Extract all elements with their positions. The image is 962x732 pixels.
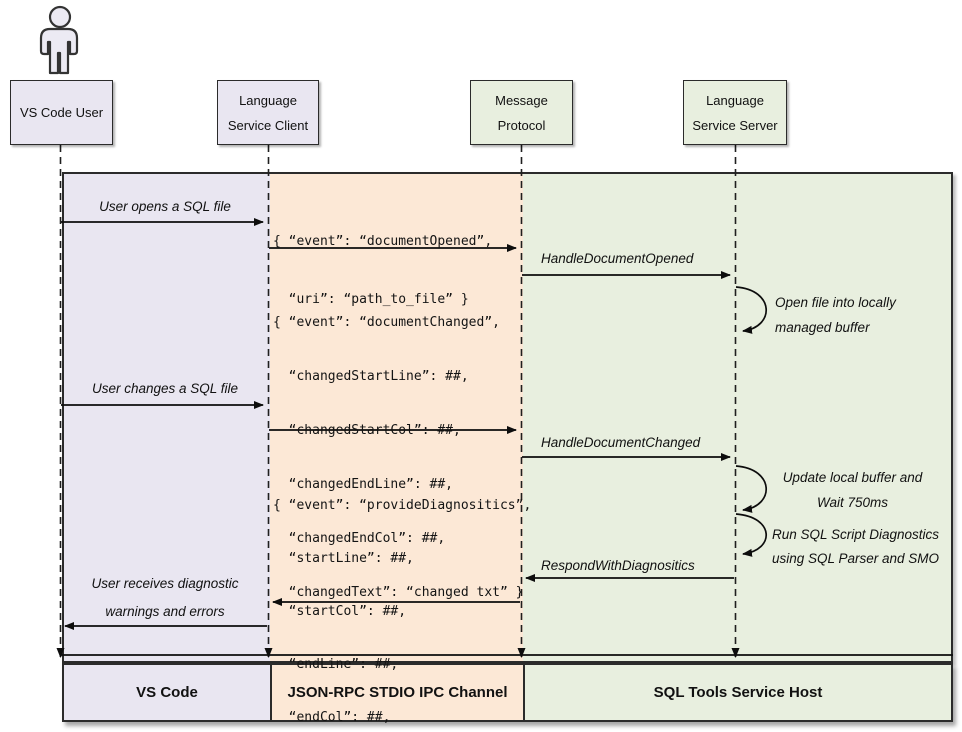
message-label-handle-document-opened: HandleDocumentOpened bbox=[541, 251, 694, 266]
label-line: warnings and errors bbox=[105, 604, 225, 619]
payload-line: { “event”: “documentChanged”, bbox=[273, 315, 500, 330]
payload-line: { “event”: “documentOpened”, bbox=[273, 234, 493, 249]
actor-label: Service Client bbox=[227, 117, 309, 133]
note-line: using SQL Parser and SMO bbox=[771, 551, 940, 566]
actor-box-language-service-server: Language Service Server bbox=[683, 80, 787, 145]
payload-line: “changedStartLine”: ##, bbox=[273, 369, 469, 384]
note-line: managed buffer bbox=[775, 320, 870, 335]
vscode-column-band bbox=[64, 174, 270, 661]
actor-box-language-service-client: Language Service Client bbox=[217, 80, 319, 145]
footer-box-ipc-channel: JSON-RPC STDIO IPC Channel bbox=[270, 665, 523, 720]
note-line: Wait 750ms bbox=[816, 495, 889, 510]
payload-line: “startCol”: ##, bbox=[273, 604, 407, 619]
actor-box-message-protocol: Message Protocol bbox=[470, 80, 573, 145]
payload-provide-diagnostics: { “event”: “provideDiagnositics”, “start… bbox=[273, 464, 531, 732]
note-line: Update local buffer and bbox=[782, 470, 923, 485]
payload-line: { “event”: “provideDiagnositics”, bbox=[273, 498, 532, 513]
note-update-buffer-wait: Update local buffer and Wait 750ms bbox=[765, 470, 940, 510]
payload-line: “changedEndLine”: ##, bbox=[273, 477, 454, 492]
footer-box-vscode: VS Code bbox=[64, 665, 270, 720]
actor-label: Protocol bbox=[497, 117, 546, 133]
service-host-column-band bbox=[523, 174, 951, 661]
actor-label: Language bbox=[239, 92, 297, 108]
note-line: Open file into locally bbox=[775, 295, 896, 310]
note-run-diagnostics: Run SQL Script Diagnostics using SQL Par… bbox=[763, 527, 948, 566]
payload-line: “endCol”: ##, bbox=[273, 710, 391, 725]
note-open-file-buffer: Open file into locally managed buffer bbox=[775, 295, 896, 335]
label-line: User receives diagnostic bbox=[91, 576, 239, 591]
actor-label: Language bbox=[706, 92, 764, 108]
ipc-column-band bbox=[270, 174, 523, 661]
message-label-user-opens-file: User opens a SQL file bbox=[99, 199, 231, 214]
actor-label: VS Code User bbox=[19, 105, 104, 120]
user-actor-icon bbox=[39, 5, 79, 75]
actor-label: Message bbox=[495, 92, 548, 108]
actor-label: Service Server bbox=[692, 117, 778, 133]
payload-line: “changedEndCol”: ##, bbox=[273, 531, 446, 546]
lifeline-bands bbox=[62, 172, 953, 663]
footer-box-sql-tools-service-host: SQL Tools Service Host bbox=[523, 665, 951, 720]
payload-line: “endLine”: ##, bbox=[273, 657, 399, 672]
actor-box-vscode-user: VS Code User bbox=[10, 80, 113, 145]
note-line: Run SQL Script Diagnostics bbox=[771, 527, 940, 542]
message-label-user-changes-file: User changes a SQL file bbox=[91, 381, 239, 396]
message-label-user-receives-diagnostics: User receives diagnostic warnings and er… bbox=[62, 575, 268, 620]
payload-line: “uri”: “path_to_file” } bbox=[273, 292, 469, 307]
message-label-handle-document-changed: HandleDocumentChanged bbox=[541, 435, 701, 450]
payload-document-opened: { “event”: “documentOpened”, “uri”: “pat… bbox=[273, 198, 492, 344]
payload-line: “changedStartCol”: ##, bbox=[273, 423, 461, 438]
footer-row: VS Code JSON-RPC STDIO IPC Channel SQL T… bbox=[62, 663, 953, 722]
payload-line: “startLine”: ##, bbox=[273, 551, 414, 566]
payload-line: “changedText”: “changed txt” } bbox=[273, 585, 524, 600]
message-label-respond-with-diagnostics: RespondWithDiagnositics bbox=[541, 558, 695, 573]
